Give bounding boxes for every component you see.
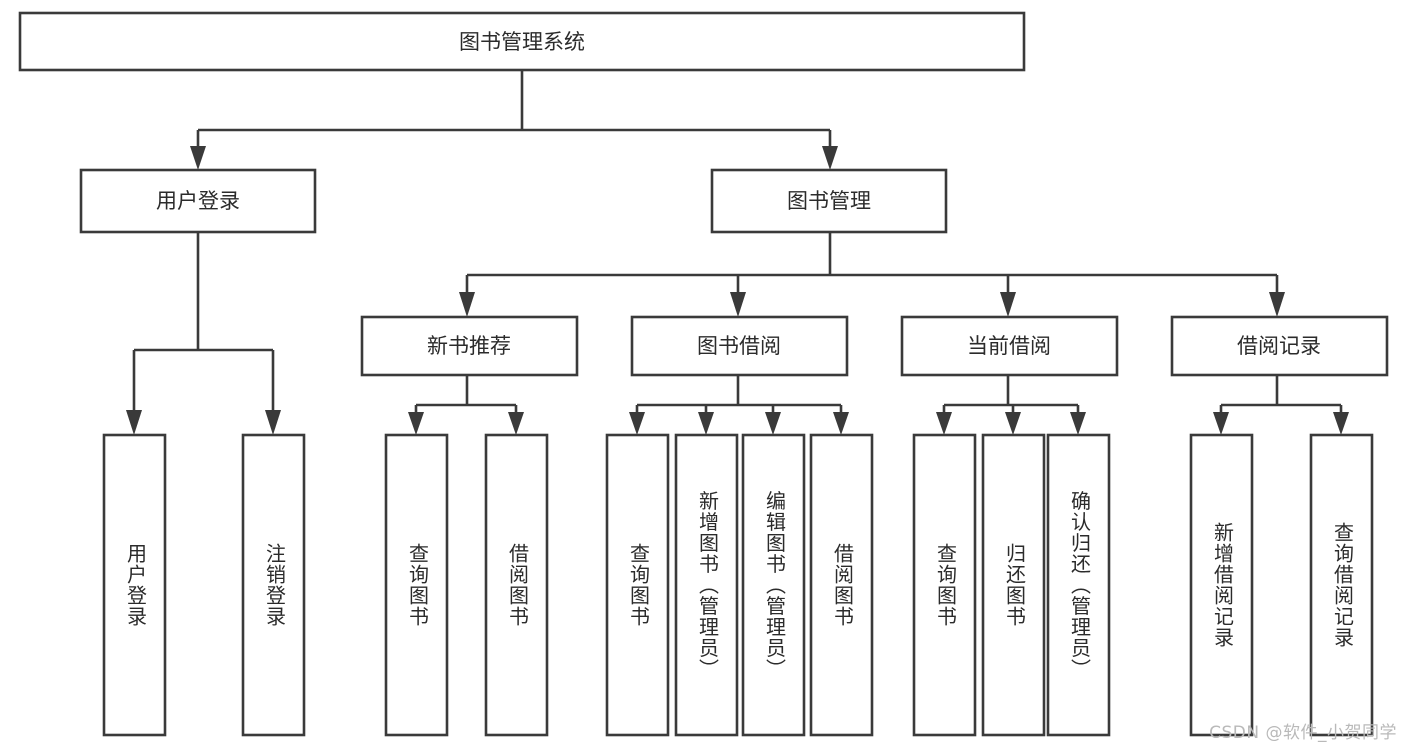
arrow-new-book-leaf-2 — [508, 412, 524, 435]
leaf-borrow-1[interactable]: 查询图书 — [605, 433, 670, 737]
arrow-user-login-leaf-1 — [126, 410, 142, 435]
node-root-box[interactable] — [18, 11, 1026, 72]
leaf-borrow-2-label: 新增图书（管理员） — [696, 490, 720, 679]
csdn-watermark: CSDN @软件_小贺同学 — [1209, 723, 1397, 743]
leaf-current-1-box[interactable] — [912, 433, 977, 737]
arrow-borrow-leaf-4 — [833, 412, 849, 435]
leaf-current-1[interactable]: 查询图书 — [912, 433, 977, 737]
arrow-borrow-leaf-3 — [765, 412, 781, 435]
leaf-borrow-2-box[interactable] — [674, 433, 739, 737]
node-current-borrow-box[interactable] — [900, 315, 1119, 377]
arrow-root-to-book-mgmt — [822, 146, 838, 170]
connector-group-book-mgmt — [459, 232, 1285, 317]
connector-group-new-book — [408, 375, 524, 435]
node-current-borrow-label: 当前借阅 — [967, 334, 1051, 358]
leaf-user-login-2[interactable]: 注销登录 — [241, 433, 306, 737]
leaf-current-3-label: 确认归还（管理员） — [1068, 490, 1092, 679]
node-user-login-box[interactable] — [79, 168, 317, 234]
leaf-current-2-label: 归还图书 — [1003, 543, 1027, 627]
arrow-current-leaf-3 — [1070, 412, 1086, 435]
connector-group-records — [1213, 375, 1349, 435]
arrow-records-leaf-1 — [1213, 412, 1229, 435]
leaf-current-3[interactable]: 确认归还（管理员） — [1046, 433, 1111, 737]
arrow-borrow-leaf-1 — [629, 412, 645, 435]
leaf-new-book-2-label: 借阅图书 — [506, 543, 530, 627]
arrow-book-mgmt-to-current — [1000, 292, 1016, 317]
leaf-records-1-box[interactable] — [1189, 433, 1254, 737]
leaf-current-3-box[interactable] — [1046, 433, 1111, 737]
leaf-borrow-4[interactable]: 借阅图书 — [809, 433, 874, 737]
node-book-management-label: 图书管理 — [787, 189, 871, 213]
leaf-new-book-2-box[interactable] — [484, 433, 549, 737]
node-book-borrow[interactable]: 图书借阅 — [630, 315, 849, 377]
node-book-management-box[interactable] — [710, 168, 948, 234]
leaf-borrow-3[interactable]: 编辑图书（管理员） — [741, 433, 806, 737]
leaf-user-login-1[interactable]: 用户登录 — [102, 433, 167, 737]
arrow-records-leaf-2 — [1333, 412, 1349, 435]
arrow-current-leaf-2 — [1005, 412, 1021, 435]
node-root-label: 图书管理系统 — [459, 30, 585, 54]
node-root[interactable]: 图书管理系统 — [18, 11, 1026, 72]
leaf-records-1-label: 新增借阅记录 — [1211, 522, 1235, 648]
node-user-login-label: 用户登录 — [156, 189, 240, 213]
arrow-user-login-leaf-2 — [265, 410, 281, 435]
leaf-borrow-4-label: 借阅图书 — [831, 543, 855, 627]
leaf-user-login-2-box[interactable] — [241, 433, 306, 737]
node-new-book-recommend[interactable]: 新书推荐 — [360, 315, 579, 377]
node-user-login[interactable]: 用户登录 — [79, 168, 317, 234]
leaf-borrow-4-box[interactable] — [809, 433, 874, 737]
node-borrow-records-label: 借阅记录 — [1237, 334, 1321, 358]
leaf-borrow-1-box[interactable] — [605, 433, 670, 737]
leaf-new-book-1-label: 查询图书 — [406, 543, 430, 627]
arrow-book-mgmt-to-borrow — [730, 292, 746, 317]
node-book-borrow-box[interactable] — [630, 315, 849, 377]
leaf-current-2[interactable]: 归还图书 — [981, 433, 1046, 737]
leaf-borrow-1-label: 查询图书 — [627, 543, 651, 627]
node-borrow-records-box[interactable] — [1170, 315, 1389, 377]
leaf-current-2-box[interactable] — [981, 433, 1046, 737]
connector-group-current — [936, 375, 1086, 435]
connector-group-borrow — [629, 375, 849, 435]
node-current-borrow[interactable]: 当前借阅 — [900, 315, 1119, 377]
leaf-borrow-3-label: 编辑图书（管理员） — [763, 490, 787, 679]
arrow-current-leaf-1 — [936, 412, 952, 435]
connector-group-root — [190, 70, 838, 170]
leaf-records-2-box[interactable] — [1309, 433, 1374, 737]
node-new-book-recommend-box[interactable] — [360, 315, 579, 377]
node-book-management[interactable]: 图书管理 — [710, 168, 948, 234]
arrow-root-to-user-login — [190, 146, 206, 170]
leaf-borrow-2[interactable]: 新增图书（管理员） — [674, 433, 739, 737]
connector-group-user-login — [126, 232, 281, 435]
node-book-borrow-label: 图书借阅 — [697, 334, 781, 358]
leaf-user-login-1-box[interactable] — [102, 433, 167, 737]
arrow-book-mgmt-to-new-book — [459, 292, 475, 317]
leaf-current-1-label: 查询图书 — [934, 543, 958, 627]
leaf-new-book-1-box[interactable] — [384, 433, 449, 737]
leaf-borrow-3-box[interactable] — [741, 433, 806, 737]
leaf-records-2[interactable]: 查询借阅记录 — [1309, 433, 1374, 737]
leaf-user-login-1-label: 用户登录 — [124, 543, 148, 627]
leaf-user-login-2-label: 注销登录 — [263, 543, 287, 627]
node-new-book-recommend-label: 新书推荐 — [427, 334, 511, 358]
node-borrow-records[interactable]: 借阅记录 — [1170, 315, 1389, 377]
leaf-new-book-2[interactable]: 借阅图书 — [484, 433, 549, 737]
arrow-new-book-leaf-1 — [408, 412, 424, 435]
leaf-records-2-label: 查询借阅记录 — [1331, 522, 1355, 648]
leaf-new-book-1[interactable]: 查询图书 — [384, 433, 449, 737]
arrow-borrow-leaf-2 — [698, 412, 714, 435]
leaf-records-1[interactable]: 新增借阅记录 — [1189, 433, 1254, 737]
arrow-book-mgmt-to-records — [1269, 292, 1285, 317]
